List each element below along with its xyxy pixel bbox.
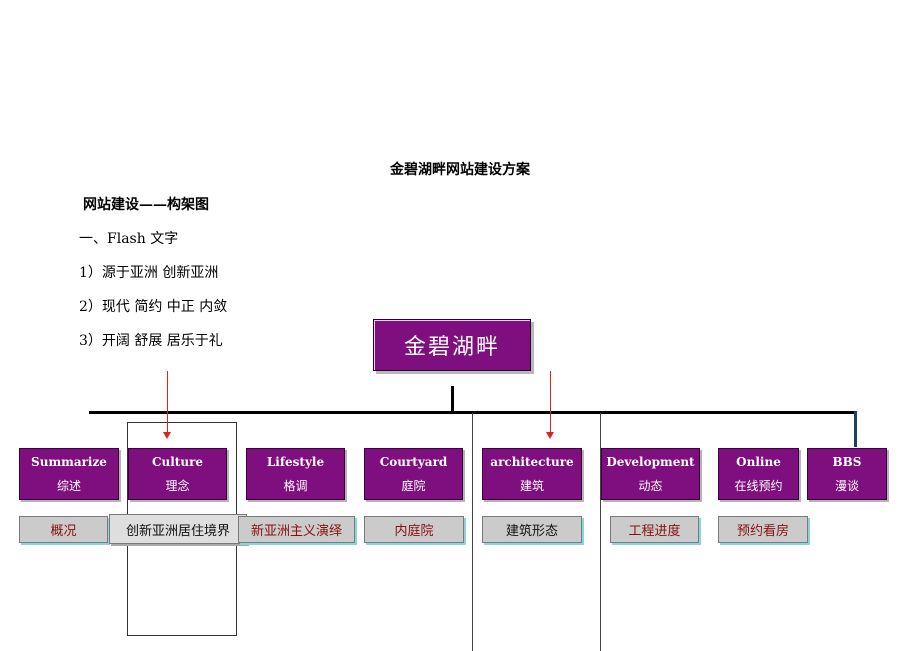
architecture-arrow-head xyxy=(546,432,554,439)
category-courtyard[interactable]: Courtyard 庭院 xyxy=(364,448,463,500)
section-heading: 网站建设——构架图 xyxy=(83,197,209,213)
category-en-label: architecture xyxy=(490,455,574,469)
sub-item-courtyard[interactable]: 内庭院 xyxy=(364,516,464,543)
main-branch-line xyxy=(89,411,856,414)
sub-item-lifestyle[interactable]: 新亚洲主义演绎 xyxy=(238,516,355,543)
category-development[interactable]: Development 动态 xyxy=(601,448,700,500)
architecture-arrow-line xyxy=(550,371,551,435)
sub-item-culture[interactable]: 创新亚洲居住境界 xyxy=(109,514,247,544)
flash-text-line-2: 2）现代 简约 中正 内敛 xyxy=(79,299,228,315)
category-zh-label: 综述 xyxy=(56,479,81,493)
root-node: 金碧湖畔 xyxy=(373,319,531,371)
category-summarize[interactable]: Summarize 综述 xyxy=(19,448,119,500)
category-zh-label: 庭院 xyxy=(401,479,426,493)
column-divider-2 xyxy=(600,413,601,651)
category-bbs[interactable]: BBS 漫谈 xyxy=(807,448,887,500)
culture-arrow-head xyxy=(163,432,171,439)
flash-text-heading: 一、Flash 文字 xyxy=(79,231,179,247)
category-en-label: Summarize xyxy=(31,455,107,469)
page-title: 金碧湖畔网站建设方案 xyxy=(390,162,530,178)
column-divider-1 xyxy=(472,413,473,651)
flash-text-line-1: 1）源于亚洲 创新亚洲 xyxy=(79,265,219,281)
category-zh-label: 建筑 xyxy=(519,479,544,493)
category-en-label: BBS xyxy=(832,455,862,469)
culture-arrow-line xyxy=(167,371,168,435)
category-zh-label: 在线预约 xyxy=(734,479,783,493)
category-zh-label: 格调 xyxy=(283,479,308,493)
sub-item-booking[interactable]: 预约看房 xyxy=(718,516,808,543)
category-culture[interactable]: Culture 理念 xyxy=(128,448,227,500)
category-en-label: Culture xyxy=(151,455,204,469)
category-zh-label: 理念 xyxy=(165,479,190,493)
category-en-label: Courtyard xyxy=(379,455,448,469)
category-lifestyle[interactable]: Lifestyle 格调 xyxy=(246,448,345,500)
flash-text-line-3: 3）开阔 舒展 居乐于礼 xyxy=(79,333,223,349)
sub-item-architecture[interactable]: 建筑形态 xyxy=(482,516,582,543)
bbs-connector xyxy=(854,411,857,447)
category-en-label: Lifestyle xyxy=(266,455,325,469)
category-zh-label: 漫谈 xyxy=(834,479,859,493)
category-en-label: Development xyxy=(606,455,695,469)
sub-item-overview[interactable]: 概况 xyxy=(19,516,108,543)
category-en-label: Online xyxy=(736,455,781,469)
category-online[interactable]: Online 在线预约 xyxy=(718,448,799,500)
root-connector xyxy=(451,386,454,413)
category-zh-label: 动态 xyxy=(638,479,663,493)
category-architecture[interactable]: architecture 建筑 xyxy=(482,448,582,500)
sub-item-progress[interactable]: 工程进度 xyxy=(610,516,699,543)
